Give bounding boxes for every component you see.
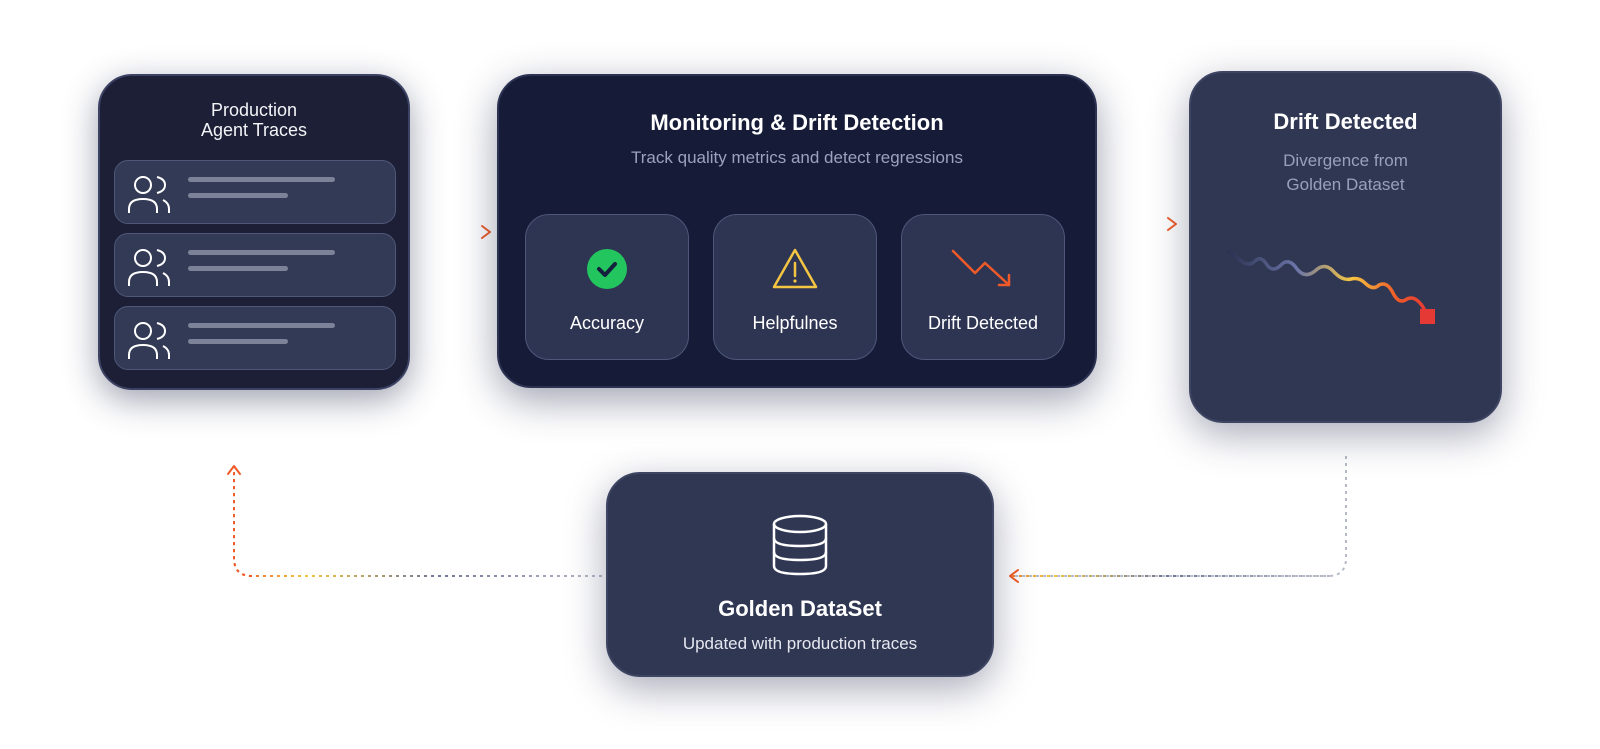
drift-subtitle: Divergence from Golden Dataset [1191, 149, 1500, 197]
metric-label: Accuracy [569, 313, 645, 333]
traces-title: Production Agent Traces [100, 100, 408, 140]
metric-accuracy: Accuracy [525, 214, 689, 360]
traces-title-line1: Production [210, 100, 298, 120]
users-icon [128, 249, 170, 286]
drift-line-icon [1227, 249, 1435, 324]
metric-label: Drift Detected [927, 313, 1039, 333]
arrow-traces-to-monitoring [412, 225, 491, 239]
trace-row [114, 233, 396, 297]
trace-text-placeholder [188, 323, 335, 328]
golden-subtitle: Updated with production traces [682, 634, 918, 653]
arrow-monitoring-to-drift [1106, 217, 1177, 231]
trace-text-placeholder [188, 193, 288, 198]
metric-label: Helpfulnes [752, 313, 838, 333]
check-circle-icon [587, 249, 627, 289]
warning-triangle-icon [772, 248, 818, 289]
drift-end-marker [1420, 309, 1435, 324]
trending-down-icon [951, 249, 1011, 287]
trace-text-placeholder [188, 250, 335, 255]
metric-helpfulness: Helpfulnes [713, 214, 877, 360]
golden-title: Golden DataSet [718, 596, 882, 621]
arrow-golden-to-traces [227, 465, 602, 577]
monitoring-subtitle: Track quality metrics and detect regress… [631, 148, 963, 167]
drift-title: Drift Detected [1273, 109, 1418, 134]
production-traces-card: Production Agent Traces [98, 74, 410, 390]
drift-subtitle-line2: Golden Dataset [1286, 175, 1405, 194]
database-icon [772, 514, 828, 576]
trace-text-placeholder [188, 177, 335, 182]
drift-subtitle-line1: Divergence from [1283, 151, 1408, 170]
users-icon [128, 176, 170, 213]
golden-dataset-card: Golden DataSet Updated with production t… [606, 472, 994, 677]
trace-text-placeholder [188, 339, 288, 344]
monitoring-title: Monitoring & Drift Detection [650, 110, 944, 135]
arrow-drift-to-golden [1009, 456, 1347, 583]
drift-detected-card: Drift Detected Divergence from Golden Da… [1189, 71, 1502, 423]
traces-title-line2: Agent Traces [200, 120, 308, 140]
users-icon [128, 322, 170, 359]
trace-row [114, 306, 396, 370]
trace-text-placeholder [188, 266, 288, 271]
metric-drift: Drift Detected [901, 214, 1065, 360]
monitoring-card: Monitoring & Drift Detection Track quali… [497, 74, 1097, 388]
trace-row [114, 160, 396, 224]
